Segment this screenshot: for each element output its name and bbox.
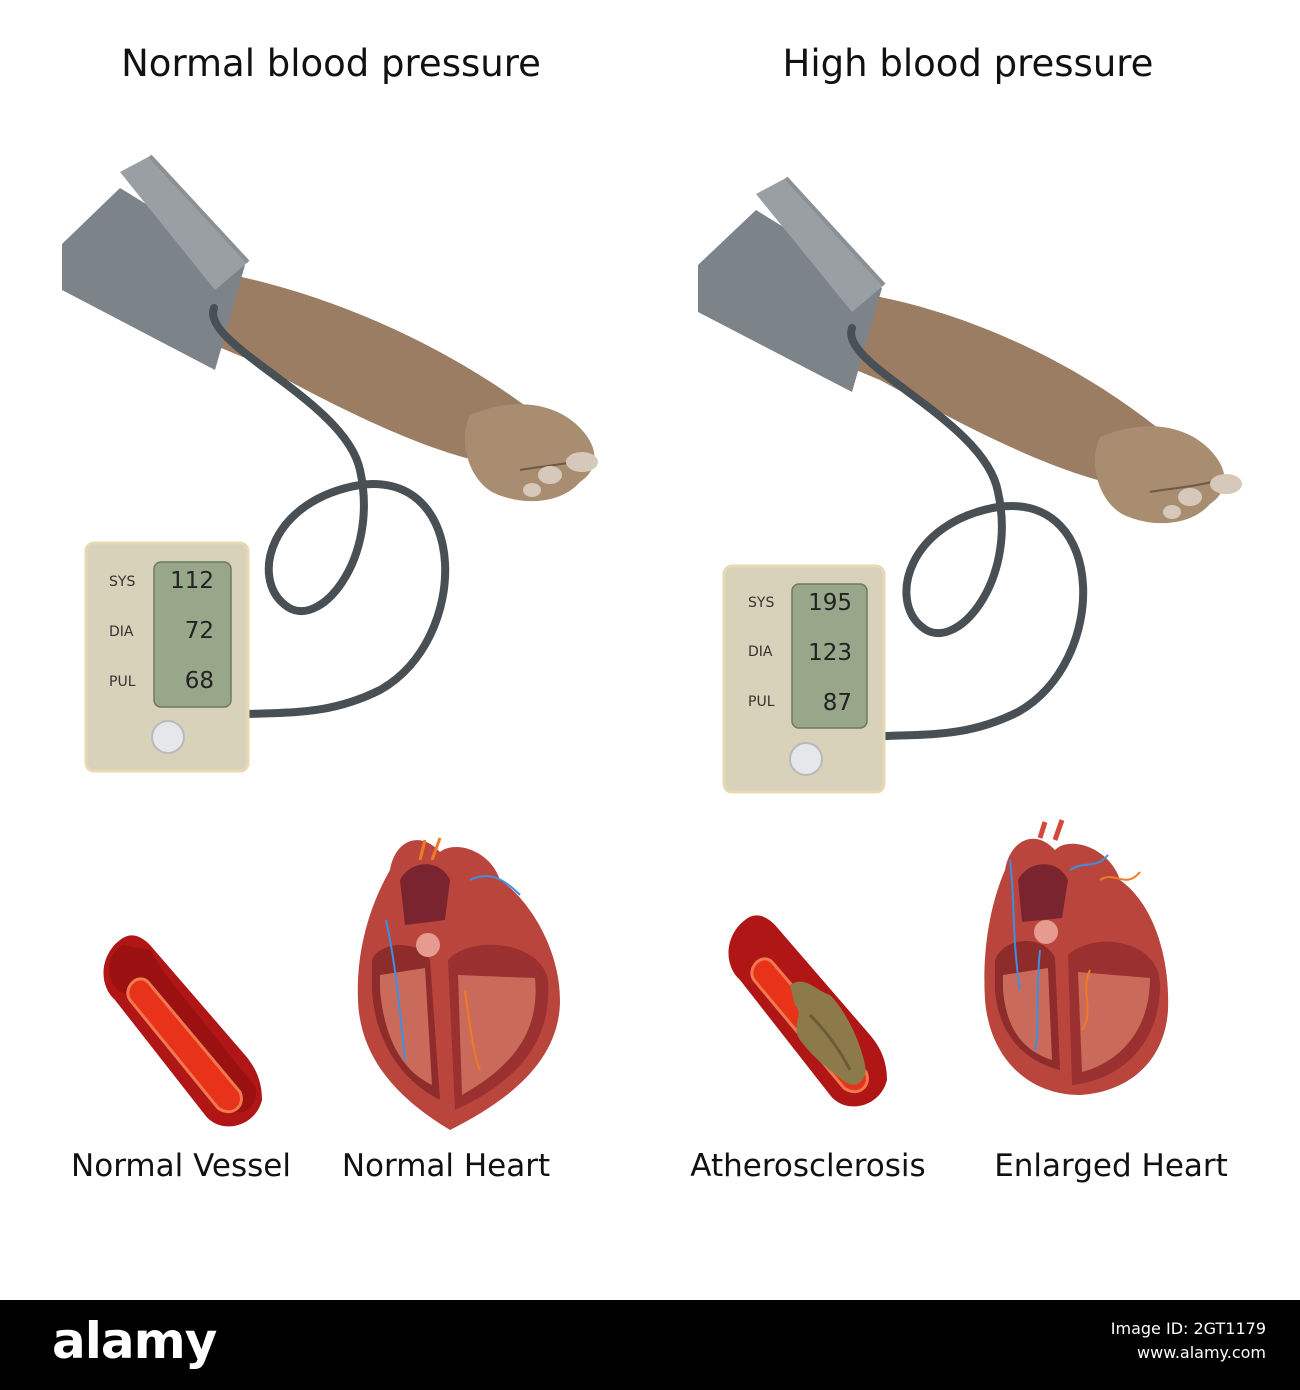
atherosclerosis-vessel-illustration: [728, 915, 887, 1107]
cuff-normal: [62, 154, 250, 370]
illustration: SYS DIA PUL 112 72 68: [62, 154, 1242, 1130]
footer-bar: alamy Image ID: 2GT1179 www.alamy.com: [0, 1300, 1300, 1390]
sys-label-normal: SYS: [109, 574, 135, 590]
alamy-logo: alamy: [52, 1312, 217, 1370]
normal-heart-illustration: [357, 837, 560, 1130]
title-normal-blood-pressure: Normal blood pressure: [121, 42, 541, 85]
sys-label-high: SYS: [748, 595, 774, 611]
tube-high: [847, 324, 1088, 740]
cuff-high: [698, 176, 886, 392]
title-high-blood-pressure: High blood pressure: [782, 42, 1154, 85]
caption-enlarged-heart: Enlarged Heart: [994, 1148, 1228, 1184]
bp-monitor-normal: [84, 541, 250, 773]
dia-value-high: 123: [808, 640, 852, 666]
dia-label-high: DIA: [748, 644, 773, 660]
dia-value-normal: 72: [185, 618, 214, 644]
sys-value-high: 195: [808, 590, 852, 616]
caption-atherosclerosis: Atherosclerosis: [690, 1148, 926, 1184]
pul-label-high: PUL: [748, 694, 775, 710]
pul-label-normal: PUL: [109, 674, 136, 690]
caption-normal-vessel: Normal Vessel: [71, 1148, 291, 1184]
enlarged-heart-illustration: [984, 819, 1169, 1095]
normal-vessel-illustration: [103, 935, 262, 1127]
arm-high: [820, 290, 1242, 524]
dia-label-normal: DIA: [109, 624, 134, 640]
sys-value-normal: 112: [170, 568, 214, 594]
tube-normal: [209, 304, 450, 718]
caption-normal-heart: Normal Heart: [341, 1148, 551, 1184]
bp-monitor-high: [722, 564, 886, 794]
arm-normal: [190, 270, 598, 502]
pul-value-high: 87: [823, 690, 852, 716]
image-id: Image ID: 2GT1179: [1110, 1319, 1266, 1338]
site-url: www.alamy.com: [1137, 1343, 1266, 1362]
pul-value-normal: 68: [185, 668, 214, 694]
